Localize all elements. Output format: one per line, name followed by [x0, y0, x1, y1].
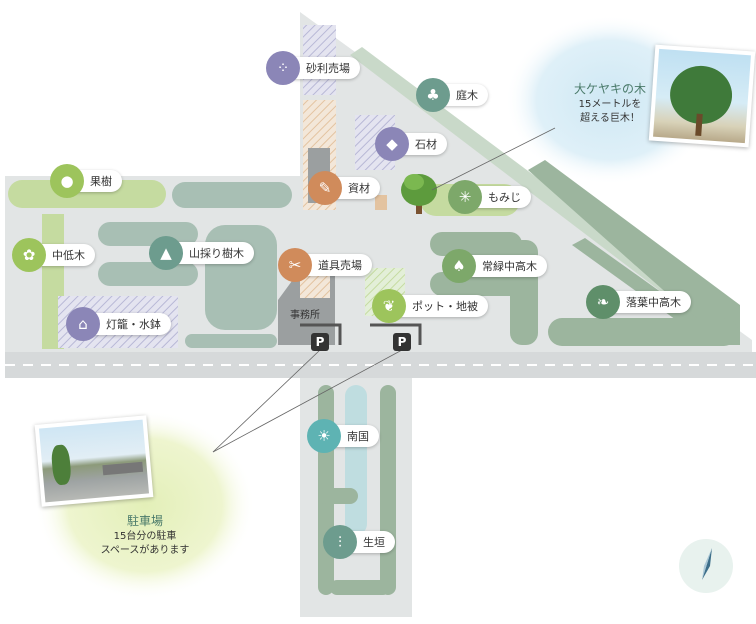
- office-parking-line: [300, 323, 342, 345]
- area-hedge-label: 生垣: [363, 536, 385, 549]
- mountain-tree-icon: ▲: [149, 236, 183, 270]
- zone-hedge-bottom: [330, 580, 390, 595]
- big-tree-desc-line1: 15メートルを: [578, 99, 642, 110]
- zone-southern: [345, 385, 367, 535]
- area-garden-tree[interactable]: ♣ 庭木: [416, 78, 488, 112]
- scissors-icon: ✂: [278, 248, 312, 282]
- area-deciduous-label: 落葉中高木: [626, 296, 681, 309]
- area-pot-label: ポット・地被: [412, 300, 478, 313]
- big-tree-title: 大ケヤキの木: [573, 82, 646, 96]
- area-southern-label: 南国: [347, 430, 369, 443]
- area-lantern[interactable]: ⌂ 灯籠・水鉢: [66, 307, 171, 341]
- area-maple[interactable]: ✳ もみじ: [448, 180, 531, 214]
- tree-icon: ♠: [442, 249, 476, 283]
- area-tools[interactable]: ✂ 道具売場: [278, 248, 372, 282]
- big-tree-desc: 15メートルを 超える巨木！: [560, 98, 660, 126]
- lantern-icon: ⌂: [66, 307, 100, 341]
- area-tools-label: 道具売場: [318, 259, 362, 272]
- parking-sign-2: P: [393, 333, 411, 351]
- area-lantern-label: 灯籠・水鉢: [106, 318, 161, 331]
- area-maple-label: もみじ: [488, 191, 521, 204]
- area-mid-low-tree-label: 中低木: [52, 249, 85, 262]
- area-gravel[interactable]: ⁘ 砂利売場: [266, 51, 360, 85]
- gravel-icon: ⁘: [266, 51, 300, 85]
- parking-title: 駐車場: [126, 514, 163, 528]
- area-evergreen-label: 常緑中高木: [482, 260, 537, 273]
- area-garden-tree-label: 庭木: [456, 89, 478, 102]
- area-deciduous[interactable]: ❧ 落葉中高木: [586, 285, 691, 319]
- palm-tree-icon: ☀: [307, 419, 341, 453]
- zone-deciduous: [548, 318, 738, 346]
- zone-evergreen-1: [430, 232, 522, 256]
- pencil-icon: ✎: [308, 171, 342, 205]
- pine-tree-icon: ♣: [416, 78, 450, 112]
- leaf-icon: ❧: [586, 285, 620, 319]
- lemon-icon: ●: [50, 164, 84, 198]
- zone-bottom-strip: [185, 334, 277, 348]
- parking-desc: 15台分の駐車 スペースがあります: [85, 530, 205, 558]
- zone-fruit-tree: [8, 180, 166, 208]
- big-tree-callout-line: [431, 127, 556, 191]
- area-mountain-tree[interactable]: ▲ 山採り樹木: [149, 236, 254, 270]
- area-materials[interactable]: ✎ 資材: [308, 171, 380, 205]
- big-tree-desc-line2: 超える巨木！: [580, 113, 640, 124]
- area-southern[interactable]: ☀ 南国: [307, 419, 379, 453]
- office-label: 事務所: [290, 310, 320, 321]
- zone-mountain-2: [98, 262, 198, 286]
- area-stone[interactable]: ◆ 石材: [375, 127, 447, 161]
- zone-hedge-right: [380, 385, 396, 595]
- parking-callout-line-2: [212, 349, 403, 453]
- area-materials-label: 資材: [348, 182, 370, 195]
- parking-callout-line-1: [212, 349, 321, 453]
- area-mountain-tree-label: 山採り樹木: [189, 247, 244, 260]
- main-road: [5, 352, 756, 378]
- zone-materials-small: [375, 195, 387, 210]
- area-stone-label: 石材: [415, 138, 437, 151]
- parking-desc-line1: 15台分の駐車: [113, 531, 177, 542]
- compass-icon: [679, 539, 733, 593]
- area-fruit-tree[interactable]: ● 果樹: [50, 164, 122, 198]
- parking-photo: [34, 415, 154, 507]
- zone-hedge-mid: [318, 488, 358, 504]
- pot-parking-line: [370, 323, 422, 345]
- area-fruit-tree-label: 果樹: [90, 175, 112, 188]
- hedge-icon: ⫶: [323, 525, 357, 559]
- maple-leaf-icon: ✳: [448, 180, 482, 214]
- area-mid-low-tree[interactable]: ✿ 中低木: [12, 238, 95, 272]
- area-evergreen[interactable]: ♠ 常緑中高木: [442, 249, 547, 283]
- area-gravel-label: 砂利売場: [306, 62, 350, 75]
- zone-fruit-tree-2: [172, 182, 292, 208]
- big-tree: [401, 174, 437, 214]
- parking-sign-1: P: [311, 333, 329, 351]
- parking-desc-line2: スペースがあります: [100, 545, 190, 556]
- stone-icon: ◆: [375, 127, 409, 161]
- shrub-icon: ✿: [12, 238, 46, 272]
- area-pot[interactable]: ❦ ポット・地被: [372, 289, 488, 323]
- potted-plant-icon: ❦: [372, 289, 406, 323]
- big-tree-photo: [648, 44, 756, 148]
- zone-mountain-3: [205, 225, 277, 330]
- area-hedge[interactable]: ⫶ 生垣: [323, 525, 395, 559]
